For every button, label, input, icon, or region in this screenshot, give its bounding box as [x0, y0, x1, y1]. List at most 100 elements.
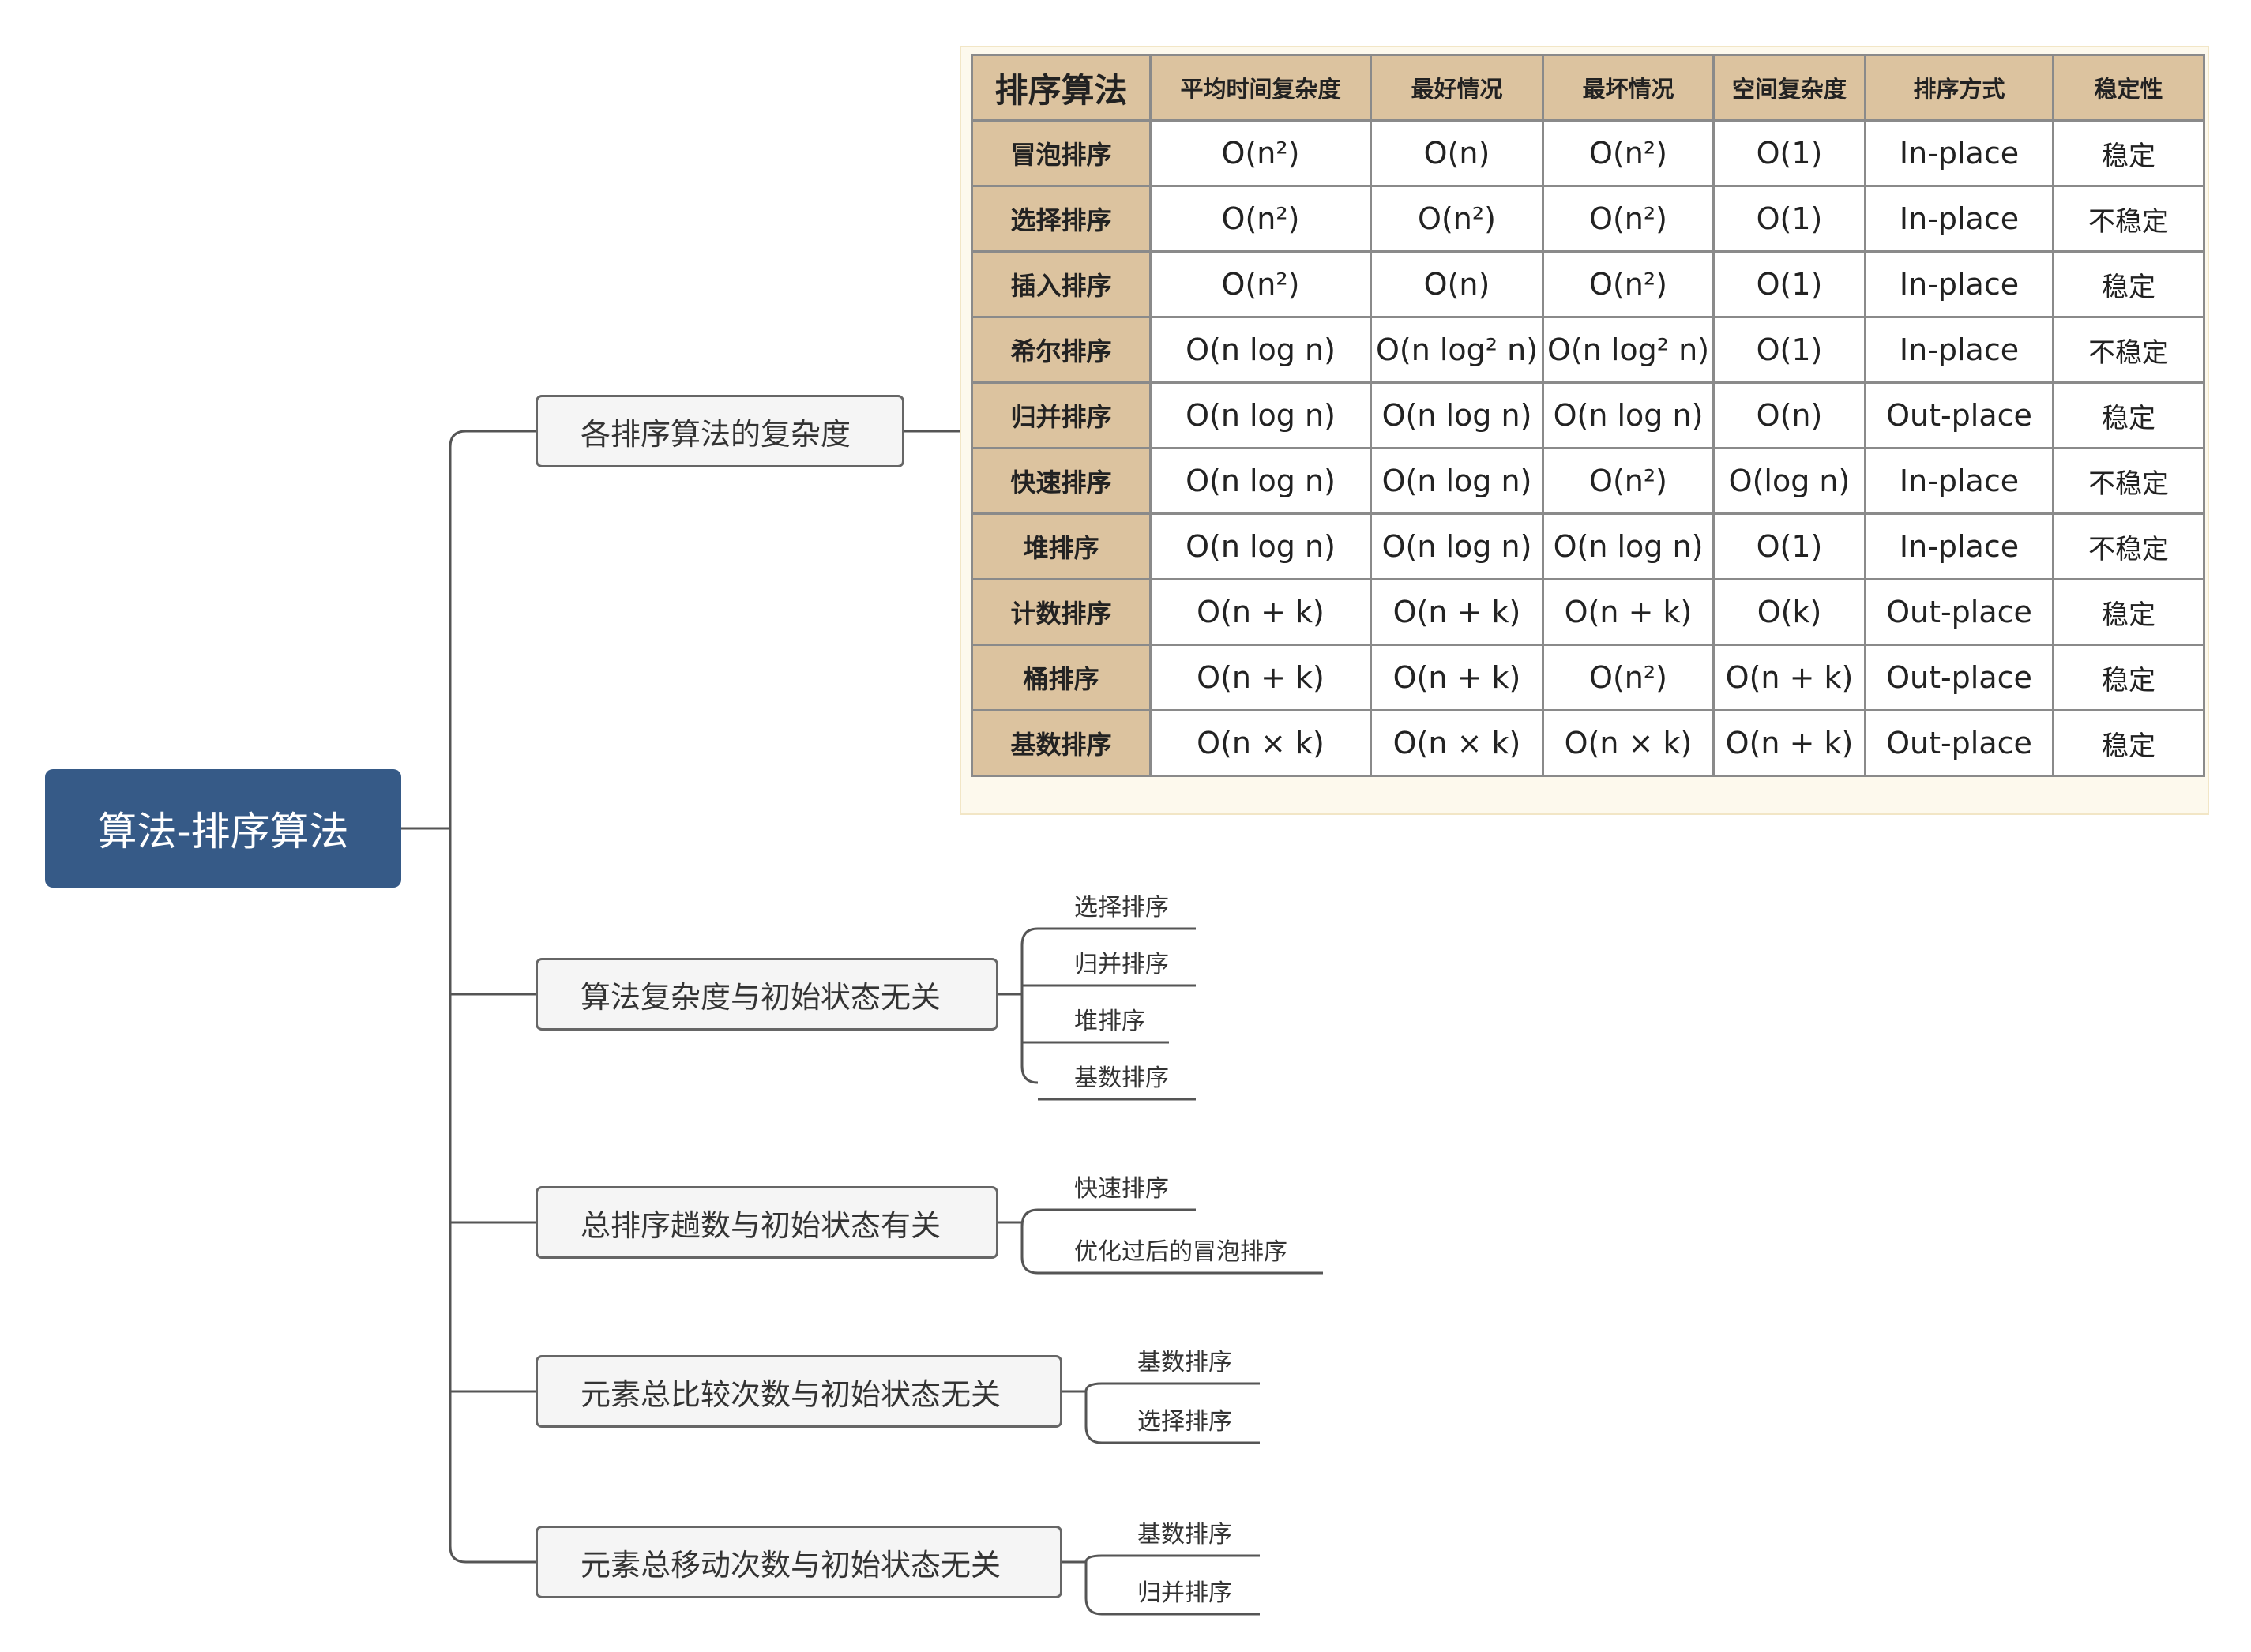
leaf-selection-sort[interactable]: 选择排序: [1074, 894, 1169, 922]
table-cell: O(n log n): [1149, 381, 1372, 449]
table-cell: In-place: [1864, 185, 2054, 253]
table-cell: 稳定: [2052, 250, 2205, 318]
table-cell: O(log n): [1712, 447, 1866, 515]
table-cell: O(n + k): [1542, 578, 1715, 646]
table-cell: O(n²): [1370, 185, 1544, 253]
table-cell: O(n²): [1149, 250, 1372, 318]
leaf-optimized-bubble-sort[interactable]: 优化过后的冒泡排序: [1074, 1238, 1287, 1266]
table-cell: 不稳定: [2052, 316, 2205, 384]
row-algorithm-name: 希尔排序: [971, 316, 1152, 384]
table-cell: Out-place: [1864, 709, 2054, 777]
row-algorithm-name: 计数排序: [971, 578, 1152, 646]
table-cell: O(n²): [1149, 185, 1372, 253]
root-topic[interactable]: 算法-排序算法: [45, 769, 401, 888]
branch-complexity-independent[interactable]: 算法复杂度与初始状态无关: [536, 958, 998, 1031]
branch-3-leaf-connector: [998, 1208, 1039, 1275]
table-cell: O(n log n): [1370, 512, 1544, 580]
branch-complexity-table[interactable]: 各排序算法的复杂度: [536, 395, 904, 467]
table-header-row: 排序算法 平均时间复杂度 最好情况 最坏情况 空间复杂度 排序方式 稳定性: [971, 54, 2205, 122]
table-cell: 不稳定: [2052, 512, 2205, 580]
sort-complexity-table: 排序算法 平均时间复杂度 最好情况 最坏情况 空间复杂度 排序方式 稳定性 冒泡…: [971, 54, 2205, 777]
table-cell: Out-place: [1864, 381, 2054, 449]
table-cell: 稳定: [2052, 709, 2205, 777]
table-cell: O(n²): [1542, 447, 1715, 515]
table-cell: In-place: [1864, 512, 2054, 580]
branch-5-leaf-connector: [1062, 1554, 1103, 1616]
row-algorithm-name: 归并排序: [971, 381, 1152, 449]
table-cell: 稳定: [2052, 644, 2205, 711]
table-cell: 稳定: [2052, 381, 2205, 449]
header-worst-case: 最坏情况: [1542, 54, 1715, 122]
branch-moves-independent[interactable]: 元素总移动次数与初始状态无关: [536, 1526, 1062, 1598]
complexity-table-image: 排序算法 平均时间复杂度 最好情况 最坏情况 空间复杂度 排序方式 稳定性 冒泡…: [960, 46, 2209, 815]
table-cell: O(k): [1712, 578, 1866, 646]
table-cell: O(n + k): [1712, 709, 1866, 777]
leaf-merge-sort[interactable]: 归并排序: [1074, 951, 1169, 978]
table-cell: 稳定: [2052, 578, 2205, 646]
header-algorithm: 排序算法: [971, 54, 1152, 122]
row-algorithm-name: 桶排序: [971, 644, 1152, 711]
table-cell: 稳定: [2052, 119, 2205, 187]
table-cell: O(1): [1712, 250, 1866, 318]
table-cell: O(n²): [1542, 644, 1715, 711]
table-cell: O(n + k): [1370, 578, 1544, 646]
branch-passes-dependent[interactable]: 总排序趟数与初始状态有关: [536, 1186, 998, 1259]
table-cell: O(n × k): [1149, 709, 1372, 777]
leaf-merge-sort[interactable]: 归并排序: [1137, 1579, 1232, 1607]
leaf-radix-sort[interactable]: 基数排序: [1137, 1349, 1232, 1376]
table-cell: O(n²): [1542, 119, 1715, 187]
table-cell: 不稳定: [2052, 185, 2205, 253]
branch-4-leaf-connector: [1062, 1382, 1103, 1444]
table-cell: O(n log n): [1370, 381, 1544, 449]
table-cell: O(n log n): [1149, 447, 1372, 515]
table-cell: 不稳定: [2052, 447, 2205, 515]
table-cell: O(1): [1712, 119, 1866, 187]
header-average-time: 平均时间复杂度: [1149, 54, 1372, 122]
table-cell: In-place: [1864, 447, 2054, 515]
table-cell: Out-place: [1864, 578, 2054, 646]
table-cell: O(n log² n): [1542, 316, 1715, 384]
table-cell: O(n log² n): [1370, 316, 1544, 384]
branch-comparisons-independent[interactable]: 元素总比较次数与初始状态无关: [536, 1355, 1062, 1428]
leaf-heap-sort[interactable]: 堆排序: [1074, 1008, 1145, 1035]
row-algorithm-name: 插入排序: [971, 250, 1152, 318]
table-cell: O(1): [1712, 316, 1866, 384]
table-cell: O(n²): [1542, 185, 1715, 253]
table-cell: O(1): [1712, 185, 1866, 253]
leaf-radix-sort[interactable]: 基数排序: [1137, 1521, 1232, 1549]
table-cell: O(n): [1370, 250, 1544, 318]
table-cell: O(n log n): [1149, 512, 1372, 580]
header-stability: 稳定性: [2052, 54, 2205, 122]
table-cell: In-place: [1864, 119, 2054, 187]
leaf-selection-sort[interactable]: 选择排序: [1137, 1408, 1232, 1436]
leaf-quick-sort[interactable]: 快速排序: [1074, 1175, 1169, 1203]
table-cell: O(1): [1712, 512, 1866, 580]
row-algorithm-name: 快速排序: [971, 447, 1152, 515]
table-cell: O(n + k): [1149, 644, 1372, 711]
table-cell: O(n + k): [1149, 578, 1372, 646]
table-cell: In-place: [1864, 316, 2054, 384]
row-algorithm-name: 选择排序: [971, 185, 1152, 253]
header-best-case: 最好情况: [1370, 54, 1544, 122]
table-cell: O(n): [1712, 381, 1866, 449]
table-cell: O(n + k): [1712, 644, 1866, 711]
row-algorithm-name: 基数排序: [971, 709, 1152, 777]
header-space: 空间复杂度: [1712, 54, 1866, 122]
table-cell: O(n log n): [1149, 316, 1372, 384]
table-cell: Out-place: [1864, 644, 2054, 711]
table-cell: O(n + k): [1370, 644, 1544, 711]
table-cell: O(n²): [1149, 119, 1372, 187]
table-cell: In-place: [1864, 250, 2054, 318]
table-cell: O(n): [1370, 119, 1544, 187]
leaf-radix-sort[interactable]: 基数排序: [1074, 1064, 1169, 1092]
table-cell: O(n²): [1542, 250, 1715, 318]
table-cell: O(n log n): [1370, 447, 1544, 515]
